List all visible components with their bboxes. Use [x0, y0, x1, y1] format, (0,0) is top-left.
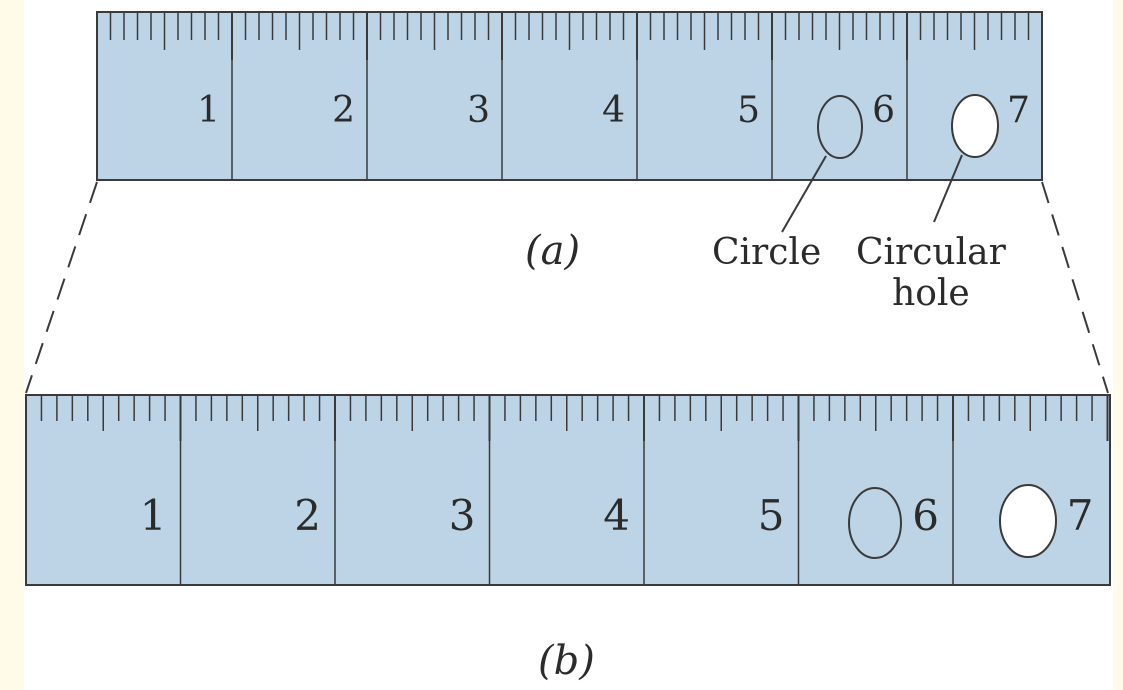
- circular-hole-a: [951, 94, 999, 158]
- ruler-b-number: 1: [140, 491, 167, 540]
- circle-a: [817, 95, 863, 159]
- ruler-b-body: [25, 394, 1111, 586]
- ruler-a-numbers: 1 2 3 4 5 6 7: [197, 90, 1030, 131]
- ruler-a-number: 4: [602, 90, 625, 131]
- ruler-b-number: 2: [294, 491, 321, 540]
- projection-line-right: [1041, 181, 1109, 394]
- ruler-a-dividers: [231, 12, 908, 180]
- ruler-b-numbers: 1 2 3 4 5 6 7: [140, 491, 1094, 540]
- leader-line-circle: [781, 155, 827, 233]
- label-hole: hole: [892, 273, 970, 315]
- ruler-b-number: 7: [1067, 491, 1094, 540]
- ruler-b-dividers: [179, 395, 954, 585]
- ruler-b-number: 5: [758, 491, 785, 540]
- ruler-b-number: 4: [603, 491, 630, 540]
- ruler-b-number: 6: [912, 491, 939, 540]
- ruler-a-number: 5: [737, 90, 760, 131]
- ruler-a-number: 2: [332, 90, 355, 131]
- circle-b: [848, 487, 902, 559]
- ruler-a-number: 1: [197, 90, 220, 131]
- caption-a: (a): [525, 228, 581, 274]
- circular-hole-b: [999, 484, 1057, 558]
- leader-line-hole: [933, 154, 963, 223]
- ruler-a-number: 7: [1007, 90, 1030, 131]
- ruler-a-number: 6: [872, 90, 895, 131]
- label-circular: Circular: [856, 232, 1006, 273]
- ruler-a-number: 3: [467, 90, 490, 131]
- ruler-b-number: 3: [449, 491, 476, 540]
- caption-b: (b): [538, 638, 595, 684]
- projection-line-left: [25, 181, 98, 394]
- label-circular-hole: Circular hole: [856, 232, 1006, 315]
- label-circle: Circle: [712, 232, 822, 273]
